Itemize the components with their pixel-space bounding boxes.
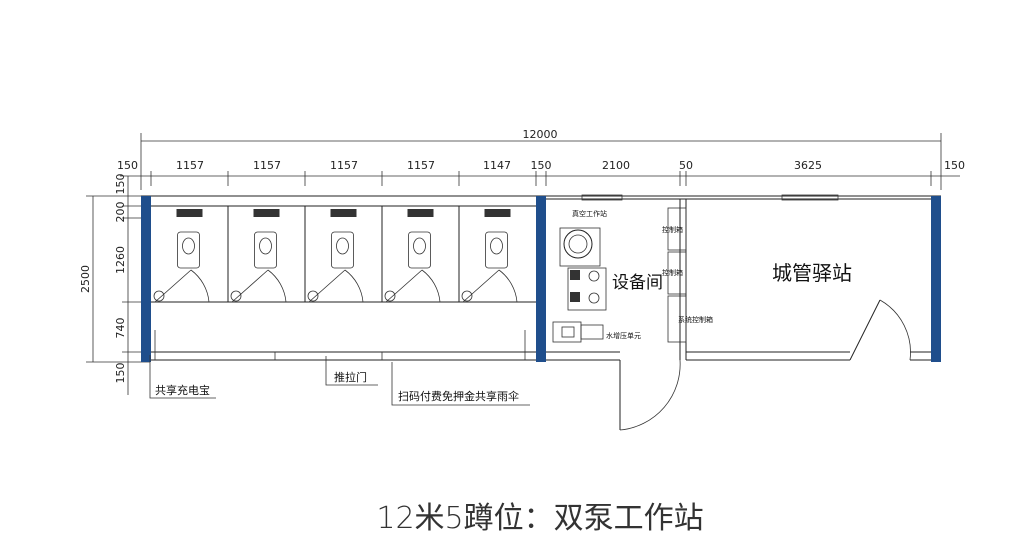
dim-label: 50	[679, 159, 693, 172]
flush-tank	[253, 209, 280, 217]
segment-dimensions: 150 1157 1157 1157 1157 1147 150 2100 50…	[117, 159, 965, 186]
squat-toilet-bowl	[182, 237, 195, 255]
dim-label: 3625	[794, 159, 822, 172]
stall-door-swing	[190, 269, 210, 303]
dim-label: 150	[117, 159, 138, 172]
flush-tank	[176, 209, 203, 217]
stall-door-swing	[344, 269, 364, 303]
control-box-label: 控制箱	[662, 268, 683, 277]
toilet-stalls	[153, 206, 518, 303]
city-station-label: 城管驿站	[772, 261, 852, 285]
stall-door	[385, 269, 423, 303]
overall-height-label: 2500	[79, 265, 92, 293]
dim-label: 1157	[253, 159, 281, 172]
columns	[141, 196, 941, 362]
stall-door-swing	[498, 269, 518, 303]
dim-label: 1157	[407, 159, 435, 172]
wastebin	[384, 290, 396, 302]
dim-label: 1157	[330, 159, 358, 172]
squat-toilet	[331, 231, 354, 269]
stall-door	[308, 269, 346, 303]
vacuum-station-label: 真空工作站	[572, 209, 607, 218]
squat-toilet	[177, 231, 200, 269]
squat-toilet	[485, 231, 508, 269]
stall-door	[154, 269, 192, 303]
dim-label: 150	[114, 174, 127, 195]
annotations: 共享充电宝 推拉门 扫码付费免押金共享雨伞	[149, 355, 530, 406]
wastebin	[230, 290, 242, 302]
squat-toilet-bowl	[490, 237, 503, 255]
flush-tank	[484, 209, 511, 217]
flush-tank	[330, 209, 357, 217]
dim-label: 740	[114, 318, 127, 339]
height-dimensions: 2500 150 200 1260 740 150	[79, 174, 150, 395]
charging-label: 共享充电宝	[155, 383, 210, 397]
drawing-caption: 12米5蹲位：双泵工作站	[376, 501, 703, 536]
system-control-box-label: 系统控制箱	[678, 315, 713, 324]
squat-toilet-bowl	[259, 237, 272, 255]
wastebin	[307, 290, 319, 302]
overall-width-dimension: 12000	[140, 128, 942, 190]
wastebin	[153, 290, 165, 302]
dim-label: 200	[114, 202, 127, 223]
stall-door-swing	[267, 269, 287, 303]
dim-label: 1147	[483, 159, 511, 172]
overall-width-label: 12000	[523, 128, 558, 141]
squat-toilet	[254, 231, 277, 269]
wastebin	[461, 290, 473, 302]
dim-label: 150	[114, 363, 127, 384]
dim-label: 1260	[114, 246, 127, 274]
stall-door	[231, 269, 269, 303]
stall-door	[462, 269, 500, 303]
equipment-room-label: 设备间	[612, 273, 663, 293]
equipment: 真空工作站 控制箱 控制箱 系统控制箱 水增压单元	[552, 207, 713, 343]
dim-label: 2100	[602, 159, 630, 172]
water-booster-label: 水增压单元	[606, 331, 641, 340]
doors	[619, 299, 911, 431]
control-box-label: 控制箱	[662, 225, 683, 234]
dim-label: 1157	[176, 159, 204, 172]
umbrella-label: 扫码付费免押金共享雨伞	[398, 389, 519, 403]
dim-label: 150	[944, 159, 965, 172]
squat-toilet	[408, 231, 431, 269]
sliding-door-label: 推拉门	[334, 370, 367, 384]
squat-toilet-bowl	[336, 237, 349, 255]
flush-tank	[407, 209, 434, 217]
squat-toilet-bowl	[413, 237, 426, 255]
stall-door-swing	[421, 269, 441, 303]
dim-label: 150	[531, 159, 552, 172]
